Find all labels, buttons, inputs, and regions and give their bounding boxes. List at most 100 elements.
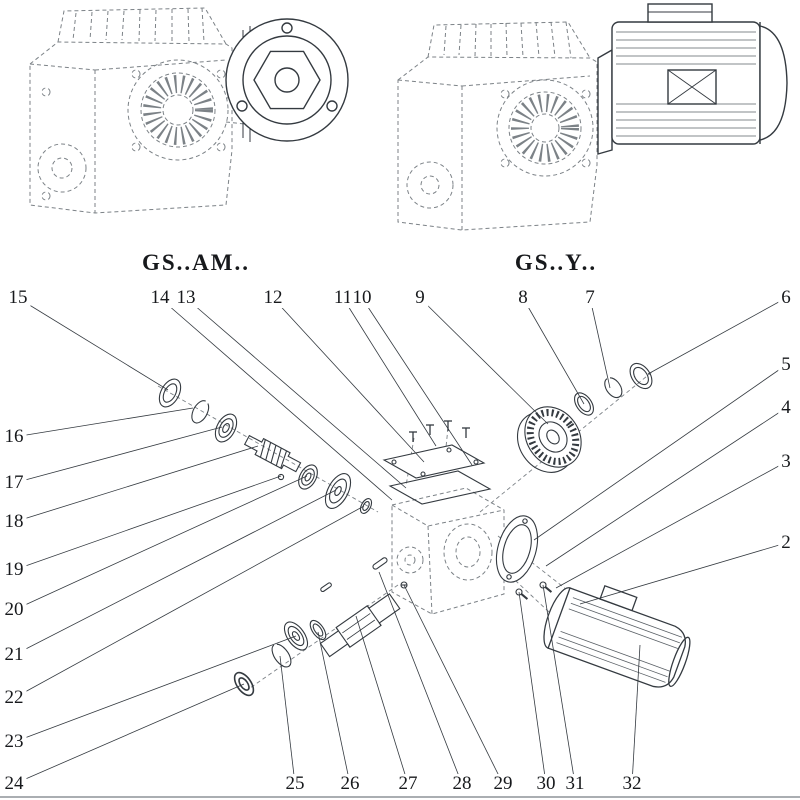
leader-line-8 — [522, 297, 585, 405]
leader-line-10 — [361, 297, 473, 466]
part-number-5: 5 — [778, 355, 794, 375]
motor-exploded — [543, 584, 691, 688]
leader-line-21 — [13, 489, 337, 656]
leader-line-5 — [533, 364, 787, 541]
leader-lines-layer — [13, 297, 787, 785]
leader-line-29 — [403, 584, 504, 785]
cover-screws — [409, 420, 470, 442]
output-flange-drawing — [225, 18, 349, 142]
leader-line-25 — [279, 655, 296, 785]
terminal-box — [647, 3, 713, 23]
circlip-lower — [271, 643, 292, 668]
leader-line-23 — [13, 635, 297, 743]
leader-line-18 — [13, 445, 259, 523]
leader-line-17 — [13, 426, 223, 484]
part-number-11: 11 — [330, 288, 356, 308]
ball-bearing-worm — [298, 464, 318, 490]
leader-line-14 — [159, 297, 393, 501]
gear-housing-phantom — [391, 487, 505, 615]
gearbox-y-phantom-drawing — [397, 21, 598, 231]
hatch-ring — [143, 75, 213, 145]
leader-line-19 — [13, 475, 282, 571]
motor-fins — [616, 31, 756, 137]
leader-line-28 — [378, 571, 463, 785]
leader-line-32 — [631, 644, 641, 785]
oil-seal-output — [629, 362, 653, 390]
part-number-14: 14 — [147, 288, 173, 308]
part-number-28: 28 — [449, 774, 475, 794]
leader-line-12 — [272, 297, 425, 463]
exploded-parts — [158, 362, 691, 697]
oil-seal-input — [158, 378, 182, 408]
part-number-22: 22 — [1, 688, 27, 708]
part-number-21: 21 — [1, 645, 27, 665]
worm-shaft — [243, 434, 302, 473]
leader-line-3 — [555, 461, 787, 589]
leader-line-24 — [13, 683, 245, 785]
ball-bearing-input — [214, 413, 238, 443]
spacer-ring — [359, 498, 373, 514]
part-number-20: 20 — [1, 600, 27, 620]
part-number-32: 32 — [619, 774, 645, 794]
retaining-ring-input — [191, 400, 210, 424]
flange-bolt-2 — [539, 581, 553, 593]
flange-hex-hub — [253, 50, 321, 110]
housing-cover-plate — [382, 444, 486, 479]
part-number-27: 27 — [395, 774, 421, 794]
leader-line-20 — [13, 475, 308, 611]
part-number-10: 10 — [349, 288, 375, 308]
part-number-4: 4 — [778, 398, 794, 418]
part-number-8: 8 — [515, 288, 531, 308]
part-number-9: 9 — [412, 288, 428, 308]
part-number-3: 3 — [778, 452, 794, 472]
part-number-23: 23 — [1, 732, 27, 752]
output-shaft — [319, 593, 401, 658]
part-number-13: 13 — [173, 288, 199, 308]
part-number-18: 18 — [1, 512, 27, 532]
part-number-30: 30 — [533, 774, 559, 794]
part-number-17: 17 — [1, 473, 27, 493]
part-number-7: 7 — [582, 288, 598, 308]
motor-drawing — [597, 3, 788, 155]
parallel-key — [372, 557, 388, 570]
gear-teeth-ring — [526, 409, 580, 465]
part-number-25: 25 — [282, 774, 308, 794]
ball-bearing-lower — [283, 621, 309, 651]
part-number-29: 29 — [490, 774, 516, 794]
part-number-24: 24 — [1, 774, 27, 794]
leader-line-30 — [518, 591, 547, 785]
leader-line-7 — [589, 297, 611, 389]
leader-line-2 — [579, 542, 787, 605]
flange-bolt-1 — [515, 588, 529, 600]
part-number-2: 2 — [778, 533, 794, 553]
motor-exploded-fins — [556, 597, 683, 683]
leader-line-16 — [13, 407, 194, 438]
dowel-pin — [320, 582, 332, 593]
variant-label-gs-y: GS..Y.. — [514, 250, 598, 275]
leader-line-4 — [545, 407, 787, 567]
circlip-output — [604, 377, 623, 399]
leader-line-31 — [542, 584, 576, 785]
motor-flange-ring — [495, 515, 539, 583]
housing-gasket — [388, 470, 492, 505]
leader-line-9 — [419, 297, 549, 425]
worm-wheel-disc — [324, 473, 352, 509]
part-number-12: 12 — [260, 288, 286, 308]
gearbox-am-phantom-drawing — [29, 7, 246, 214]
hatch-ring — [511, 94, 579, 162]
shim-ring — [574, 392, 594, 416]
leader-line-26 — [317, 631, 351, 785]
variant-label-gs-am: GS..AM.. — [142, 250, 250, 275]
part-number-31: 31 — [562, 774, 588, 794]
motor-rear-cap — [759, 25, 788, 141]
leader-line-15 — [17, 297, 169, 391]
leader-line-22 — [13, 505, 365, 699]
leader-line-6 — [647, 297, 787, 375]
part-number-26: 26 — [337, 774, 363, 794]
leader-line-27 — [355, 615, 409, 785]
oil-seal-lower — [309, 619, 327, 641]
part-number-19: 19 — [1, 560, 27, 580]
